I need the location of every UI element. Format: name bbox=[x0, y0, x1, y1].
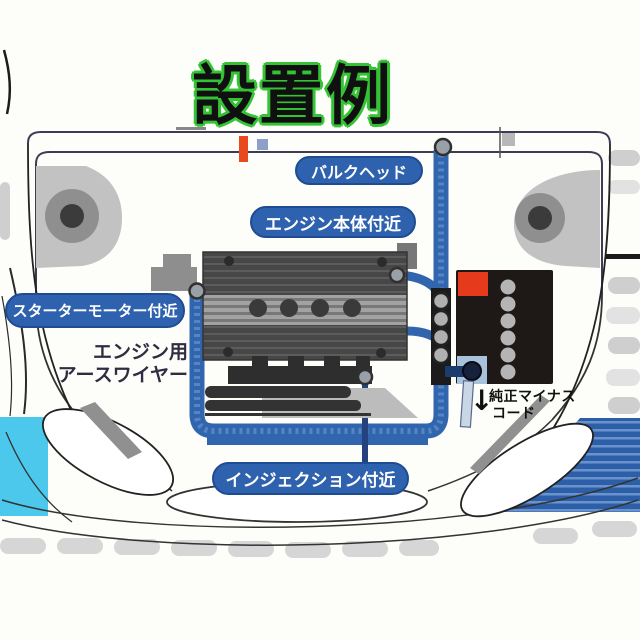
bumper-line-lower bbox=[1, 499, 639, 546]
bulkhead-terminal bbox=[433, 137, 453, 157]
left-edge-line bbox=[2, 49, 12, 115]
battery-negative-terminal bbox=[462, 361, 482, 381]
battery bbox=[445, 270, 553, 428]
engine-bay-opening bbox=[35, 151, 603, 300]
terminal-strip bbox=[431, 288, 451, 385]
intake-manifold bbox=[228, 366, 372, 384]
callout-injection: インジェクション付近 bbox=[212, 462, 409, 495]
starter-terminal bbox=[188, 282, 206, 300]
engine-terminals bbox=[188, 137, 453, 386]
earth-wire-label: エンジン用 アースワイヤー bbox=[40, 341, 188, 387]
minus-cord-line1: 純正マイナス bbox=[489, 389, 576, 405]
minus-cord-line2: コード bbox=[492, 406, 536, 422]
right-strut-cap bbox=[528, 206, 552, 230]
genuine-minus-cord bbox=[459, 380, 475, 428]
strut-towers bbox=[36, 166, 600, 268]
down-arrow-icon: ↓ bbox=[470, 384, 494, 417]
callout-bulkhead: バルクヘッド bbox=[295, 156, 423, 185]
cowl-details bbox=[239, 127, 515, 162]
cowl-line bbox=[27, 131, 611, 145]
battery-positive-terminal bbox=[458, 272, 488, 296]
earth-wire-label-line1: エンジン用 bbox=[92, 341, 188, 363]
injection-terminal bbox=[356, 368, 374, 386]
battery-cell-caps bbox=[500, 279, 516, 380]
left-hood-rod bbox=[80, 402, 142, 459]
red-marker bbox=[239, 136, 248, 162]
left-strut-cap bbox=[60, 204, 84, 228]
callout-engine-body: エンジン本体付近 bbox=[250, 206, 416, 238]
right-hood-rod bbox=[470, 395, 550, 474]
bumper-line-upper bbox=[1, 477, 639, 528]
page-title: 設置例 bbox=[191, 59, 393, 134]
right-headlight bbox=[460, 422, 594, 518]
earth-wire-label-line2: アースワイヤー bbox=[57, 364, 188, 386]
callout-starter-motor: スターターモーター付近 bbox=[5, 293, 185, 328]
engine-block bbox=[151, 243, 418, 418]
right-edge-pattern bbox=[606, 150, 640, 414]
genuine-minus-cord-label: 純正マイナス コード bbox=[489, 389, 599, 423]
left-headlight bbox=[41, 408, 175, 496]
